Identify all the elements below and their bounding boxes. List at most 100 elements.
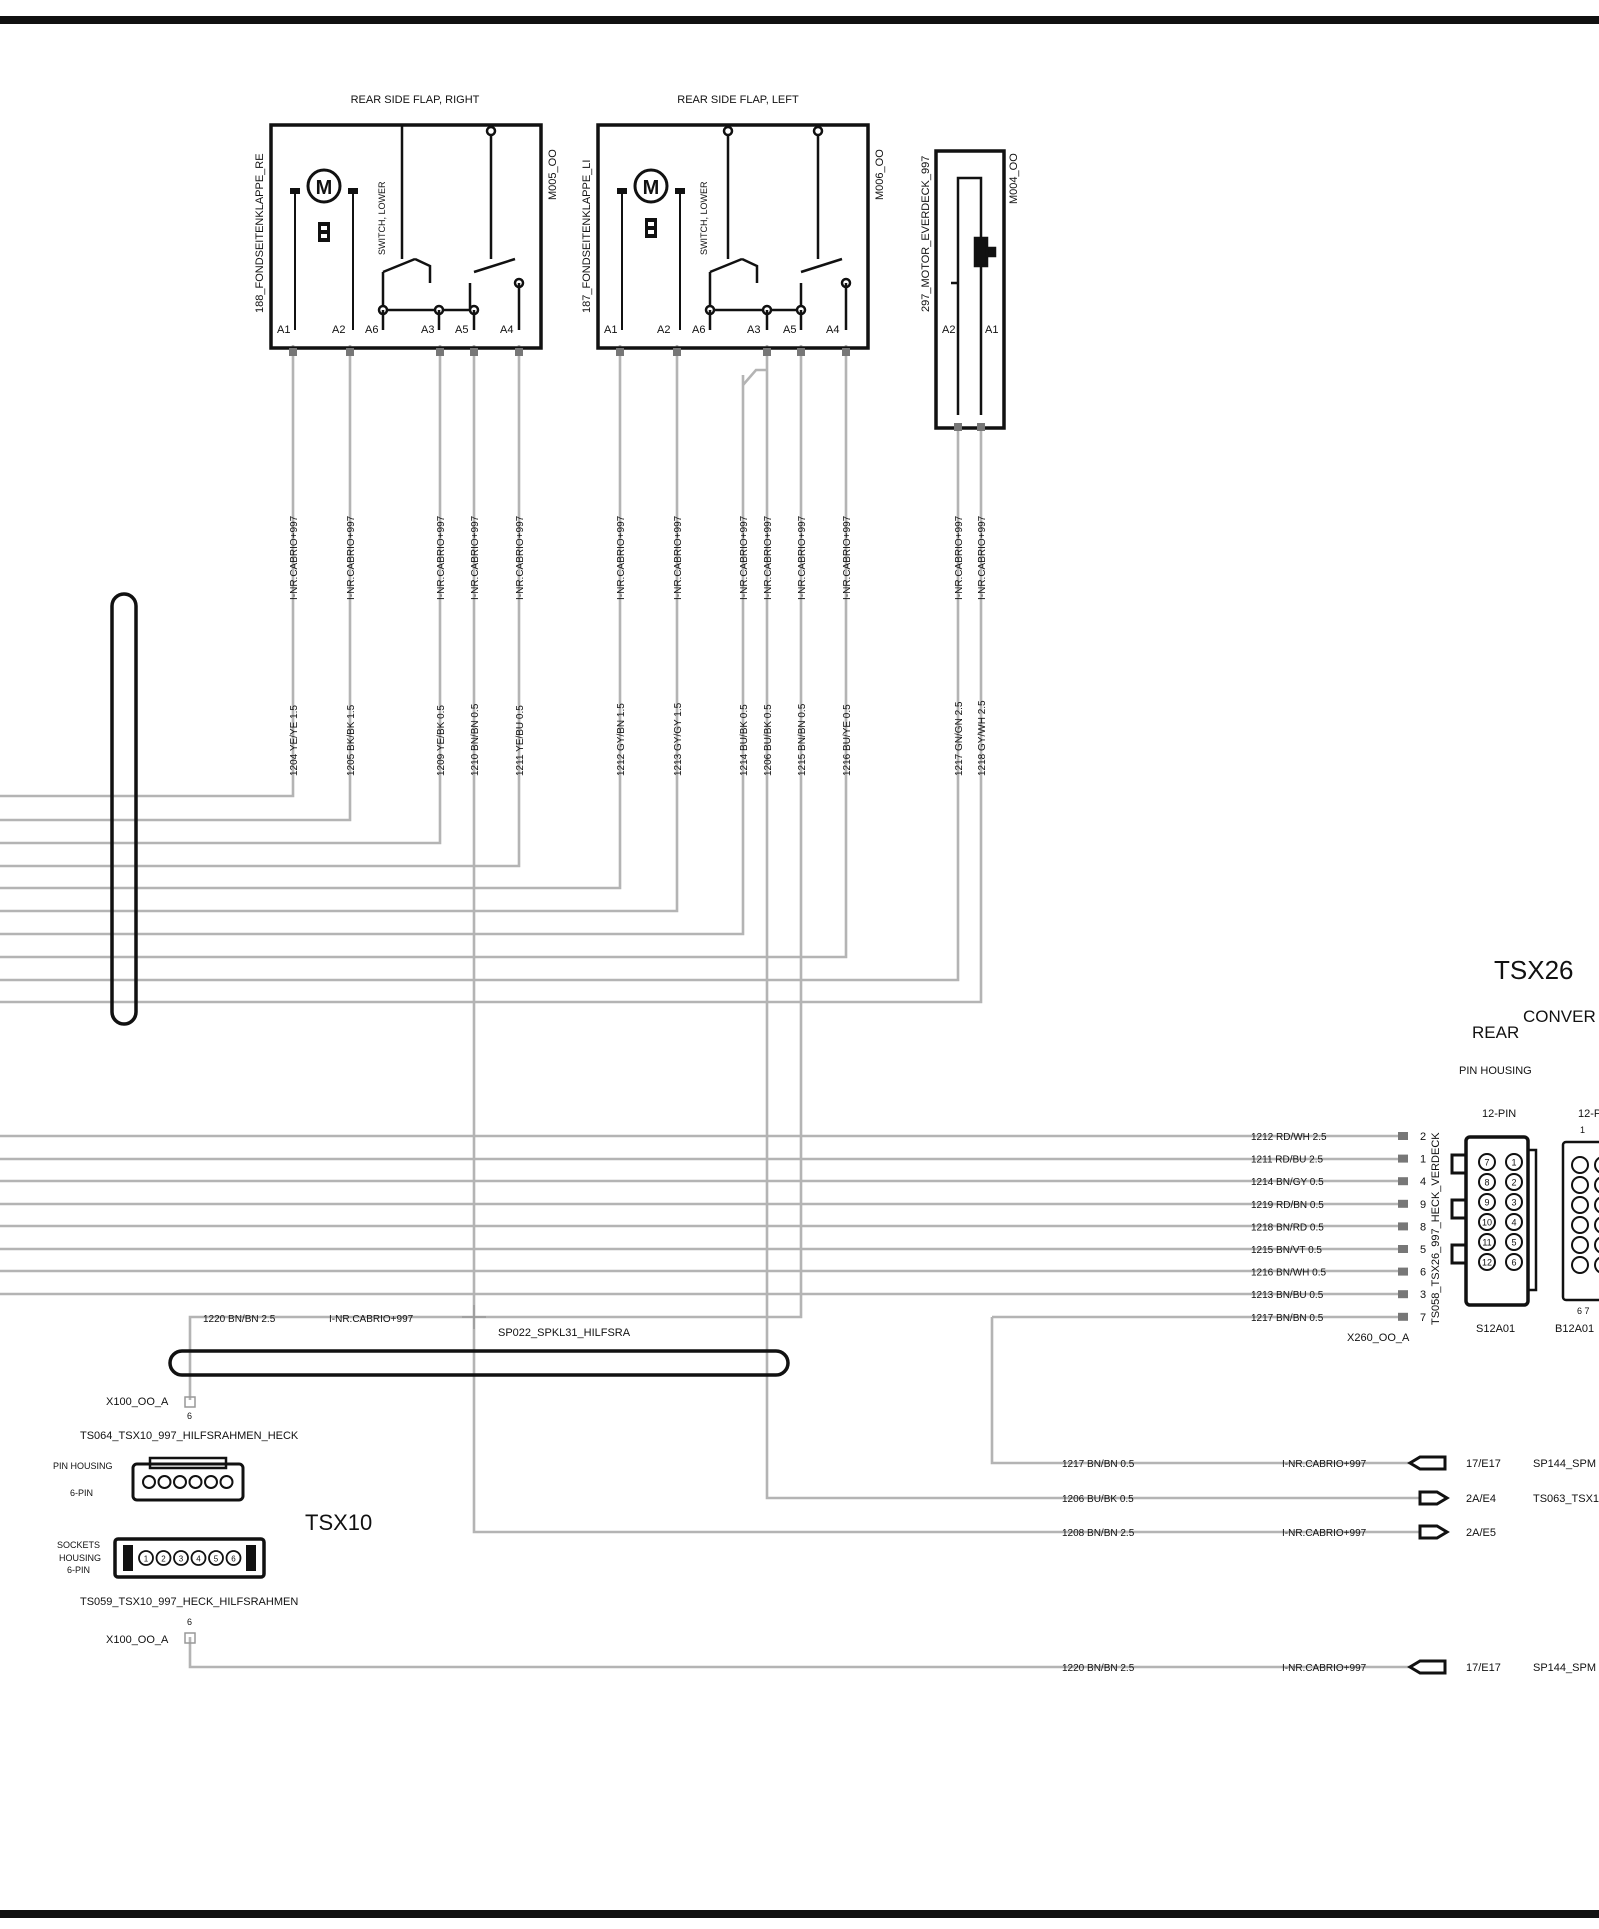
wire-id-label: 1209 YE/BK 0.5 [436, 705, 447, 776]
tsx26-socket [1571, 1196, 1589, 1214]
tsx26-pin-number: 12 [1482, 1258, 1492, 1268]
ref-option-label: I-NR.CABRIO+997 [1282, 1459, 1367, 1470]
tsx10-bottom-pin: 6 [187, 1617, 192, 1627]
wire-1213[interactable] [0, 345, 679, 913]
wire-1215[interactable] [474, 345, 803, 1319]
ref-wire-label: 1206 BU/BK 0.5 [1062, 1494, 1134, 1505]
tsx26-row-wire: 1216 BN/WH 0.5 [1251, 1268, 1326, 1279]
tsx10-socket [225, 1550, 242, 1566]
wire-option-label: I-NR.CABRIO+997 [763, 515, 774, 600]
motor-verdeck-pin-a1: A1 [985, 324, 998, 336]
ref-dest[interactable]: 2A/E5 [1466, 1527, 1496, 1539]
tsx26-row-wire: 1218 BN/RD 0.5 [1251, 1222, 1324, 1233]
ref-target[interactable]: TS063_TSX1 [1533, 1493, 1599, 1505]
ref-arrow-icon[interactable] [1418, 1490, 1450, 1506]
tsx26-pin [1505, 1213, 1523, 1231]
bottom-border [0, 1910, 1599, 1918]
tsx26-pin-number: 6 [1511, 1258, 1516, 1268]
ref-arrow-icon[interactable] [1407, 1659, 1447, 1675]
tsx26-row-wire: 1212 RD/WH 2.5 [1251, 1132, 1327, 1143]
tsx26-connector[interactable]: TSX26 REAR CONVER PIN HOUSING 12-PIN 12-… [1347, 955, 1599, 1344]
wire-1206[interactable] [765, 345, 1038, 1500]
tsx26-row-wire: 1213 BN/BU 0.5 [1251, 1290, 1324, 1301]
wire-option-label: I-NR.CABRIO+997 [289, 515, 300, 600]
tsx10-pin-housing-label: PIN HOUSING [53, 1461, 113, 1471]
tsx26-pin-terminal [1398, 1222, 1408, 1231]
tsx26-row-wire: 1215 BN/VT 0.5 [1251, 1245, 1322, 1256]
wire-1220-splice[interactable] [188, 1315, 474, 1400]
wire-option-label: I-NR.CABRIO+997 [616, 515, 627, 600]
tsx10-title: TSX10 [305, 1510, 372, 1535]
wire-1217[interactable] [0, 430, 960, 982]
flap-right-switch-label: SWITCH, LOWER [377, 181, 387, 255]
tsx10-socket-number: 3 [179, 1555, 184, 1564]
tsx26-row-pin: 3 [1420, 1289, 1426, 1301]
wire-1220-bottom[interactable] [188, 1637, 1038, 1669]
tsx26-housing-b-pin: 1 [1580, 1125, 1585, 1135]
tsx26-socket [1594, 1216, 1599, 1234]
ref-wire-label: 1217 BN/BN 0.5 [1062, 1459, 1135, 1470]
ref-arrow-icon[interactable] [1407, 1455, 1447, 1471]
ref-dest[interactable]: 17/E17 [1466, 1662, 1501, 1674]
wire-1204[interactable] [0, 345, 295, 798]
svg-text:A4: A4 [500, 324, 513, 336]
motor-verdeck-component[interactable]: 297_MOTOR_EVERDECK_997 M004_OO A2 A1 [920, 149, 1020, 431]
wire-1210[interactable] [472, 345, 1038, 1534]
svg-text:A1: A1 [277, 324, 290, 336]
wire-1216[interactable] [0, 345, 848, 959]
wire-id-label: 1204 YE/YE 1.5 [289, 705, 300, 776]
tsx26-pin-terminal [1398, 1312, 1408, 1321]
svg-text:M: M [316, 177, 333, 199]
wire-1217-down[interactable] [990, 1317, 1038, 1465]
horizontal-cable-bundle [168, 1349, 790, 1377]
top-border [0, 16, 1599, 24]
tsx26-socket [1594, 1196, 1599, 1214]
tsx10-pin-count: 6-PIN [70, 1488, 93, 1498]
wire-1218[interactable] [0, 430, 983, 1004]
tsx26-socket [1571, 1156, 1589, 1174]
ref-target[interactable]: SP144_SPM [1533, 1662, 1596, 1674]
tsx10-connector[interactable]: TSX10 X100_OO_A 6 TS064_TSX10_997_HILFSR… [53, 1396, 372, 1646]
ref-dest[interactable]: 2A/E4 [1466, 1493, 1496, 1505]
tsx10-sockets-label-1: SOCKETS [57, 1540, 100, 1550]
tsx26-pin [1505, 1193, 1523, 1211]
motor-verdeck-name: 297_MOTOR_EVERDECK_997 [920, 156, 932, 312]
ref-target[interactable]: SP144_SPM [1533, 1458, 1596, 1470]
flap-left-component[interactable]: REAR SIDE FLAP, LEFT 187_FONDSEITENKLAPP… [581, 94, 886, 356]
tsx10-bottom-code: X100_OO_A [106, 1634, 169, 1646]
tsx26-pin-terminal [1398, 1290, 1408, 1299]
switch-icon [704, 125, 852, 330]
tsx26-socket [1594, 1256, 1599, 1274]
wire-1211[interactable] [0, 345, 521, 868]
ref-option-label: I-NR.CABRIO+997 [1282, 1663, 1367, 1674]
ref-dest[interactable]: 17/E17 [1466, 1458, 1501, 1470]
svg-text:A6: A6 [692, 324, 705, 336]
tsx26-row-pin: 5 [1420, 1244, 1426, 1256]
svg-text:A6: A6 [365, 324, 378, 336]
tsx26-pin-number: 11 [1482, 1238, 1491, 1248]
tsx10-sockets-label-2: HOUSING [59, 1553, 101, 1563]
svg-text:A1: A1 [604, 324, 617, 336]
wire-option-label: I-NR.CABRIO+997 [515, 515, 526, 600]
motor-verdeck-code: M004_OO [1008, 153, 1020, 204]
tsx26-pin-terminal [1398, 1245, 1408, 1253]
tsx10-pin [219, 1475, 234, 1489]
tsx10-top-pin: 6 [187, 1411, 192, 1421]
ref-arrow-icon[interactable] [1418, 1524, 1450, 1540]
wire-1212[interactable] [0, 345, 622, 890]
tsx10-socket [190, 1550, 207, 1566]
splice-wire-label: 1220 BN/BN 2.5 [203, 1314, 276, 1325]
ref-wire-label: 1220 BN/BN 2.5 [1062, 1663, 1135, 1674]
splice-point [462, 1305, 486, 1329]
wire-1205[interactable] [0, 345, 352, 822]
tsx26-pin-terminal [1398, 1199, 1408, 1208]
wire-1214[interactable] [0, 375, 745, 936]
tsx26-row-wire: 1214 BN/GY 0.5 [1251, 1177, 1324, 1188]
tsx10-top-name: TS064_TSX10_997_HILFSRAHMEN_HECK [80, 1430, 299, 1442]
wire-id-label: 1206 BU/BK 0.5 [763, 704, 774, 776]
flap-right-component[interactable]: REAR SIDE FLAP, RIGHT 188_FONDSEITENKLAP… [254, 94, 559, 356]
flap-left-title: REAR SIDE FLAP, LEFT [677, 94, 799, 106]
wire-1209[interactable] [0, 345, 442, 845]
